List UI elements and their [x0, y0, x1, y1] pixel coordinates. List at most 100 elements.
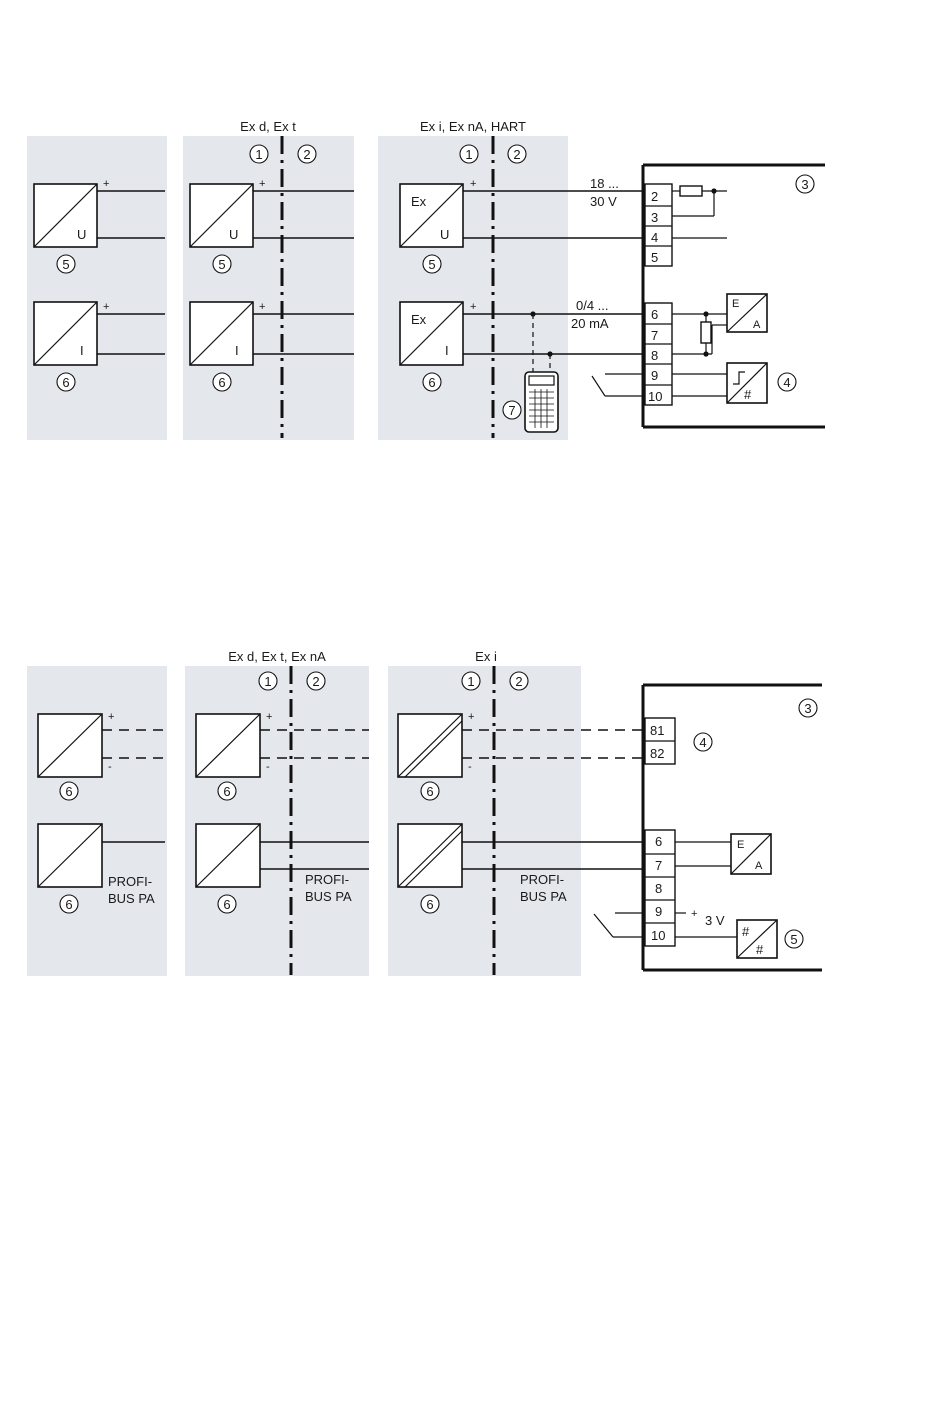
- callout-4: 4: [778, 373, 796, 391]
- svg-text:6: 6: [223, 784, 230, 799]
- callout-2: 2: [510, 672, 528, 690]
- internal-resistor: [672, 186, 727, 216]
- digital-input-icon: # #: [737, 920, 777, 958]
- zone-intrinsic-safe: [388, 666, 581, 976]
- svg-text:+: +: [470, 301, 476, 313]
- zone-header-intrinsic: Ex i: [475, 649, 497, 664]
- svg-text:6: 6: [223, 897, 230, 912]
- svg-text:E: E: [732, 298, 739, 310]
- callout-6: 6: [218, 782, 236, 800]
- terminal-block: 6 7 8 9 10: [645, 830, 675, 946]
- svg-text:8: 8: [655, 881, 662, 896]
- svg-text:6: 6: [426, 784, 433, 799]
- aux-plus-label: +: [691, 908, 697, 920]
- svg-text:6: 6: [651, 307, 658, 322]
- zone-safe-area: [27, 136, 167, 440]
- profibus-label: PROFI-: [305, 872, 349, 887]
- callout-1: 1: [250, 145, 268, 163]
- svg-text:7: 7: [651, 328, 658, 343]
- svg-text:7: 7: [655, 858, 662, 873]
- profibus-label: BUS PA: [108, 891, 155, 906]
- terminal-block: 81 82: [645, 718, 675, 764]
- svg-text:9: 9: [651, 368, 658, 383]
- callout-2: 2: [508, 145, 526, 163]
- callout-6: 6: [213, 373, 231, 391]
- callout-4: 4: [694, 733, 712, 751]
- svg-text:2: 2: [312, 674, 319, 689]
- callout-2: 2: [307, 672, 325, 690]
- svg-text:6: 6: [428, 375, 435, 390]
- svg-text:Ex: Ex: [411, 194, 427, 209]
- svg-text:U: U: [229, 227, 238, 242]
- callout-6: 6: [423, 373, 441, 391]
- aux-voltage-label: 3 V: [705, 913, 725, 928]
- supply-voltage-label: 18 ...: [590, 176, 619, 191]
- terminal-block: 2 3 4 5: [645, 184, 672, 266]
- current-range-label: 20 mA: [571, 316, 609, 331]
- svg-text:3: 3: [651, 210, 658, 225]
- svg-text:+: +: [259, 301, 265, 313]
- profibus-label: BUS PA: [305, 889, 352, 904]
- callout-3: 3: [796, 175, 814, 193]
- current-output-circuit: [672, 311, 727, 356]
- svg-text:I: I: [445, 343, 449, 358]
- svg-text:6: 6: [62, 375, 69, 390]
- lower-diagram: Ex d, Ex t, Ex nA Ex i 1 2 1 2 + -: [27, 649, 822, 976]
- callout-3: 3: [799, 699, 817, 717]
- svg-text:7: 7: [508, 403, 515, 418]
- svg-text:U: U: [77, 227, 86, 242]
- callout-1: 1: [259, 672, 277, 690]
- profibus-label: BUS PA: [520, 889, 567, 904]
- svg-text:5: 5: [790, 932, 797, 947]
- callout-5: 5: [213, 255, 231, 273]
- callout-1: 1: [462, 672, 480, 690]
- svg-text:+: +: [266, 711, 272, 723]
- svg-text:4: 4: [699, 735, 706, 750]
- svg-text:6: 6: [65, 784, 72, 799]
- svg-text:10: 10: [648, 389, 662, 404]
- svg-text:1: 1: [264, 674, 271, 689]
- supply-voltage-label: 30 V: [590, 194, 617, 209]
- svg-text:I: I: [80, 343, 84, 358]
- svg-text:3: 3: [804, 701, 811, 716]
- svg-text:Ex: Ex: [411, 312, 427, 327]
- svg-text:5: 5: [218, 257, 225, 272]
- svg-text:2: 2: [515, 674, 522, 689]
- analog-converter-icon: E A: [731, 834, 771, 874]
- zone-header-intrinsic: Ex i, Ex nA, HART: [420, 119, 526, 134]
- callout-5: 5: [423, 255, 441, 273]
- svg-text:6: 6: [218, 375, 225, 390]
- svg-text:3: 3: [801, 177, 808, 192]
- svg-text:#: #: [742, 924, 750, 939]
- svg-text:+: +: [259, 178, 265, 190]
- terminal-block: 6 7 8 9 10: [645, 303, 672, 405]
- zone-flameproof: [185, 666, 369, 976]
- svg-text:+: +: [468, 711, 474, 723]
- svg-text:A: A: [753, 319, 761, 331]
- callout-1: 1: [460, 145, 478, 163]
- svg-text:-: -: [468, 761, 472, 773]
- callout-7: 7: [503, 401, 521, 419]
- callout-5: 5: [785, 930, 803, 948]
- svg-text:2: 2: [513, 147, 520, 162]
- svg-text:2: 2: [651, 189, 658, 204]
- callout-6: 6: [421, 895, 439, 913]
- svg-text:I: I: [235, 343, 239, 358]
- callout-6: 6: [57, 373, 75, 391]
- svg-text:4: 4: [651, 230, 658, 245]
- profibus-transmitter: [196, 824, 260, 887]
- svg-text:U: U: [440, 227, 449, 242]
- svg-text:+: +: [108, 711, 114, 723]
- svg-text:2: 2: [303, 147, 310, 162]
- svg-text:+: +: [103, 301, 109, 313]
- callout-6: 6: [60, 782, 78, 800]
- svg-text:6: 6: [65, 897, 72, 912]
- digital-input-icon: #: [727, 363, 767, 403]
- callout-5: 5: [57, 255, 75, 273]
- svg-text:1: 1: [465, 147, 472, 162]
- svg-text:82: 82: [650, 746, 664, 761]
- current-output-wiring: [675, 842, 731, 866]
- zone-safe-area: [27, 666, 167, 976]
- profibus-label: PROFI-: [520, 872, 564, 887]
